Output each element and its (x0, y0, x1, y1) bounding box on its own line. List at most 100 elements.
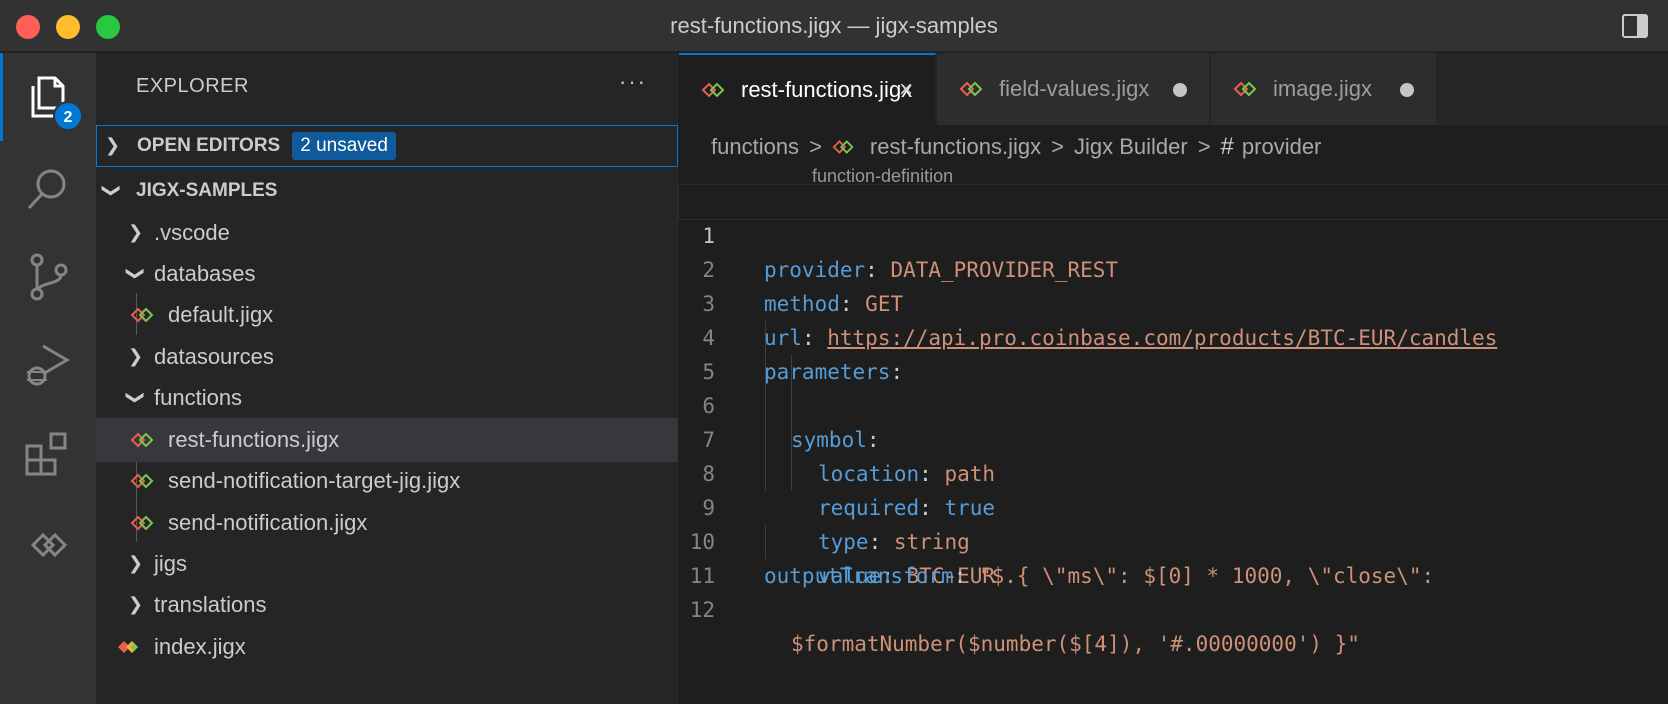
more-actions-button[interactable]: ··· (619, 69, 647, 94)
chevron-right-icon: ❯ (128, 553, 144, 573)
line-number: 1 (702, 224, 715, 248)
activity-extensions[interactable] (0, 409, 96, 497)
tree-item-default-jigx[interactable]: default.jigx (96, 293, 678, 337)
jigx-file-icon (701, 82, 725, 98)
unsaved-dot-icon[interactable] (1173, 83, 1187, 97)
indent-guide (136, 418, 137, 542)
code-editor[interactable]: 1 provider: DATA_PROVIDER_REST 2 method:… (678, 184, 1668, 656)
tree-item-label: .vscode (154, 220, 230, 245)
explorer-sidebar: EXPLORER ··· ❯ OPEN EDITORS 2 unsaved ❯ … (96, 53, 678, 704)
code-line: 12 (679, 559, 1668, 622)
line-number: 8 (702, 462, 715, 486)
tab-field-values[interactable]: field-values.jigx (937, 53, 1210, 125)
indent-guide (136, 293, 137, 335)
activity-run-debug[interactable] (0, 321, 96, 409)
chevron-right-icon: ❯ (128, 222, 144, 242)
tree-item-jigs[interactable]: ❯ jigs (96, 542, 678, 586)
extensions-icon (25, 432, 67, 476)
jigx-file-icon (130, 307, 154, 323)
editor-tabs: rest-functions.jigx × field-values.jigx … (679, 53, 1668, 125)
tree-item-send-notification[interactable]: send-notification.jigx (96, 501, 678, 545)
code-line: 9 value: BTC-EUR (679, 457, 1668, 588)
code-line: 7 required: true (679, 389, 1668, 520)
minimize-window-button[interactable] (56, 15, 80, 39)
chevron-down-icon: ❯ (126, 265, 147, 282)
toggle-panel-icon[interactable] (1622, 14, 1648, 38)
tree-item-label: index.jigx (154, 634, 246, 659)
tree-item-send-notification-target[interactable]: send-notification-target-jig.jigx (96, 459, 678, 503)
code-line: 11 $formatNumber($number($[4]), '#.00000… (679, 525, 1668, 656)
workspace-title: JIGX-SAMPLES (136, 180, 278, 201)
open-editors-section[interactable]: ❯ OPEN EDITORS 2 unsaved (96, 125, 678, 167)
open-editors-title: OPEN EDITORS (137, 135, 281, 156)
tree-item-label: datasources (154, 344, 274, 369)
tree-item-translations[interactable]: ❯ translations (96, 583, 678, 627)
tree-item-label: functions (154, 385, 243, 410)
tree-item-label: send-notification-target-jig.jigx (168, 468, 461, 493)
unsaved-count-badge: 2 (53, 101, 83, 131)
jigx-index-icon (118, 641, 138, 653)
line-number: 2 (702, 258, 715, 282)
line-number: 6 (702, 394, 715, 418)
line-number: 10 (689, 530, 715, 554)
tab-label: rest-functions.jigx (741, 77, 913, 102)
breadcrumb-symbol[interactable]: provider (1241, 134, 1322, 159)
tree-item-rest-functions[interactable]: rest-functions.jigx (96, 418, 678, 462)
breadcrumb-file[interactable]: rest-functions.jigx (869, 134, 1042, 159)
tree-item-vscode[interactable]: ❯ .vscode (96, 211, 678, 255)
line-number: 9 (702, 496, 715, 520)
jigx-file-icon (130, 515, 154, 531)
jigx-icon (30, 532, 68, 558)
source-control-icon (30, 253, 68, 301)
unsaved-dot-icon[interactable] (1400, 83, 1414, 97)
line-number: 3 (702, 292, 715, 316)
code-line: 4 parameters: (679, 287, 1668, 384)
tab-image[interactable]: image.jigx (1211, 53, 1437, 125)
unsaved-badge: 2 unsaved (292, 132, 396, 160)
jigx-file-icon (1233, 81, 1257, 97)
tree-item-label: translations (154, 592, 267, 617)
tree-item-label: default.jigx (168, 302, 274, 327)
close-tab-icon[interactable]: × (898, 76, 913, 103)
activity-source-control[interactable] (0, 233, 96, 321)
tab-label: field-values.jigx (999, 76, 1150, 101)
explorer-title: EXPLORER (136, 75, 249, 97)
tree-item-databases[interactable]: ❯ databases (96, 252, 678, 296)
jigx-file-icon (959, 81, 983, 97)
codelens[interactable]: function-definition (812, 166, 954, 186)
code-line: 5 symbol: (679, 321, 1668, 452)
tree-item-index-jigx[interactable]: index.jigx (96, 625, 678, 669)
activity-explorer[interactable]: 2 (0, 53, 96, 141)
workspace-folder[interactable]: ❯ JIGX-SAMPLES (96, 169, 678, 213)
breadcrumb-folder[interactable]: functions (711, 134, 800, 159)
tab-label: image.jigx (1273, 76, 1373, 101)
tree-item-datasources[interactable]: ❯ datasources (96, 335, 678, 379)
tree-item-label: databases (154, 261, 256, 286)
url-link[interactable]: https://api.pro.coinbase.com/products/BT… (827, 326, 1498, 350)
jigx-file-icon (832, 140, 854, 154)
code-line: 10 outputTransform: "$.{ \"ms\": $[0] * … (679, 491, 1668, 588)
line-number: 4 (702, 326, 715, 350)
chevron-right-icon: ❯ (105, 135, 121, 155)
breadcrumb-separator: > (1051, 134, 1064, 159)
tree-item-functions[interactable]: ❯ functions (96, 376, 678, 420)
tree-item-label: rest-functions.jigx (168, 427, 340, 452)
code-line: 1 provider: DATA_PROVIDER_REST (678, 184, 1668, 282)
code-line: 8 type: string (679, 423, 1668, 554)
close-window-button[interactable] (16, 15, 40, 39)
tab-rest-functions[interactable]: rest-functions.jigx × (679, 53, 936, 125)
zoom-window-button[interactable] (96, 15, 120, 39)
line-number: 12 (689, 598, 715, 622)
breadcrumb: functions > rest-functions.jigx > Jigx B… (711, 127, 1321, 167)
window-title: rest-functions.jigx — jigx-samples (670, 13, 998, 38)
chevron-down-icon: ❯ (102, 182, 123, 199)
editor-area: rest-functions.jigx × field-values.jigx … (678, 53, 1668, 704)
chevron-right-icon: ❯ (128, 346, 144, 366)
tree-item-label: send-notification.jigx (168, 510, 368, 535)
activity-search[interactable] (0, 145, 96, 233)
run-debug-icon (27, 344, 70, 386)
activity-jigx[interactable] (0, 501, 96, 589)
breadcrumb-separator: > (809, 134, 822, 159)
jigx-file-icon (130, 432, 154, 448)
breadcrumb-section[interactable]: Jigx Builder (1073, 134, 1188, 159)
